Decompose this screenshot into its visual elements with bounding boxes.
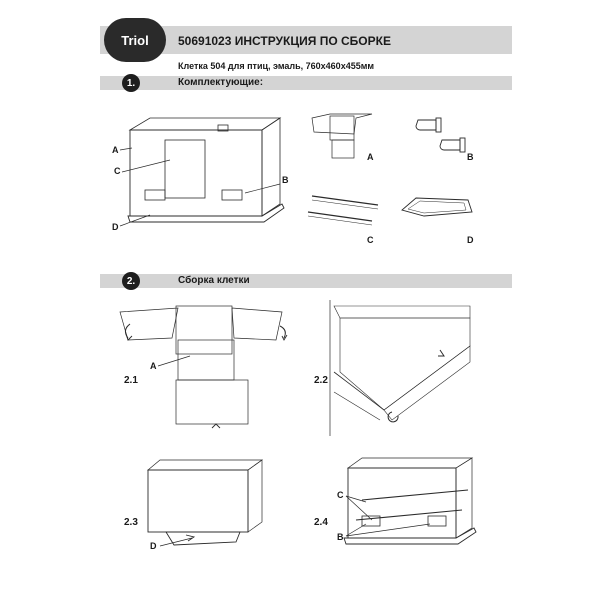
brand-name: Triol xyxy=(121,32,149,48)
part-d-drawing xyxy=(401,197,473,217)
step-2-3-callout-d: D xyxy=(150,541,157,551)
step-2-1-callout-a: A xyxy=(150,361,157,371)
cage-overview-drawing xyxy=(119,117,285,227)
step-2-4-callout-c: C xyxy=(337,490,344,500)
step-2-4-drawing xyxy=(343,457,477,545)
callout-cage-c: C xyxy=(114,166,121,176)
section-1-number: 1. xyxy=(122,74,140,92)
part-a-drawing xyxy=(311,113,373,159)
step-2-1-drawing xyxy=(119,305,288,429)
header-bar xyxy=(100,26,512,54)
callout-cage-a: A xyxy=(112,145,119,155)
part-b-drawing xyxy=(415,117,466,153)
section-1-title: Комплектующие: xyxy=(178,77,264,88)
step-2-2-drawing xyxy=(329,300,471,436)
step-2-3-drawing xyxy=(147,459,264,547)
part-c-label: C xyxy=(367,235,374,245)
part-d-label: D xyxy=(467,235,474,245)
brand-logo: Triol xyxy=(104,18,166,62)
step-2-1-label: 2.1 xyxy=(124,375,138,386)
callout-cage-d: D xyxy=(112,222,119,232)
step-2-2-label: 2.2 xyxy=(314,375,328,386)
section-2-title: Сборка клетки xyxy=(178,275,250,286)
step-2-4-callout-b: B xyxy=(337,532,344,542)
step-2-4-label: 2.4 xyxy=(314,517,328,528)
step-2-3-label: 2.3 xyxy=(124,517,138,528)
section-2-number: 2. xyxy=(122,272,140,290)
part-a-label: A xyxy=(367,152,374,162)
section-1-bar xyxy=(100,76,512,90)
part-b-label: B xyxy=(467,152,474,162)
section-2-bar xyxy=(100,274,512,288)
page-subtitle: Клетка 504 для птиц, эмаль, 760x460x455м… xyxy=(178,61,375,71)
callout-cage-b: B xyxy=(282,175,289,185)
page-title: 50691023 ИНСТРУКЦИЯ ПО СБОРКЕ xyxy=(178,34,391,48)
part-c-drawing xyxy=(307,195,379,226)
